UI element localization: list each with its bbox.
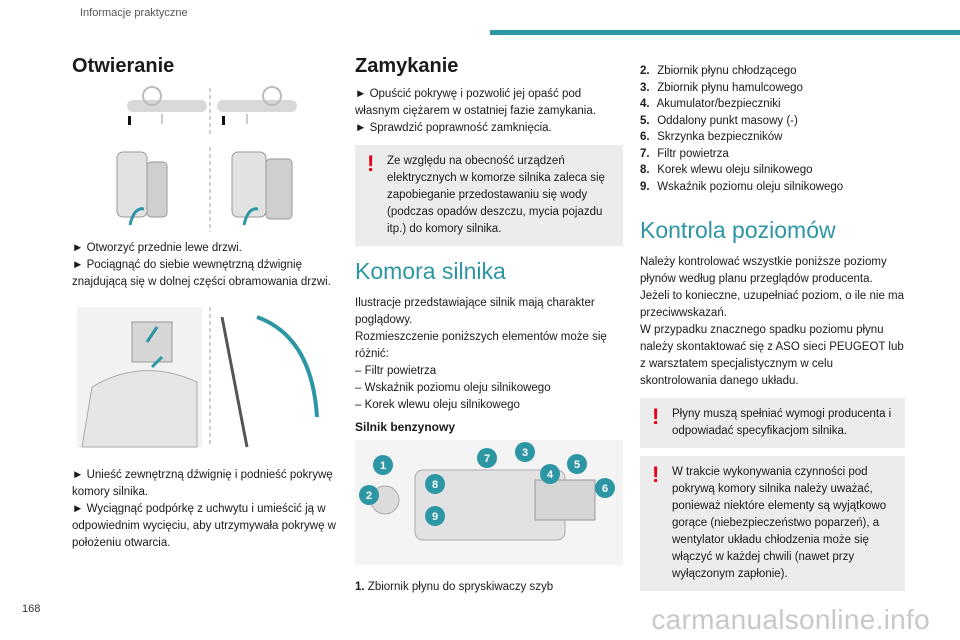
step: ► Opuścić pokrywę i pozwolić jej opaść p… <box>355 88 596 117</box>
engine-label-2: 2 <box>366 490 372 502</box>
levels-paragraph-2: W przypadku znacznego spadku poziomu pły… <box>640 324 904 387</box>
warning-text: W trakcie wykonywania czynności pod pokr… <box>672 466 887 580</box>
running-header: Informacje praktyczne <box>80 7 188 19</box>
step: ► Sprawdzić poprawność zamknięcia. <box>355 122 552 134</box>
engine-items-list: 2. Zbiornik płynu chłodzącego 3. Zbiorni… <box>640 63 905 195</box>
dash-item: – Wskaźnik poziomu oleju silnikowego <box>355 382 551 394</box>
list-item: 7. Filtr powietrza <box>640 147 729 160</box>
engine-bay-illustration: 1 2 3 4 5 6 7 8 9 <box>355 440 623 565</box>
warning-box: ! Płyny muszą spełniać wymogi producenta… <box>640 398 905 448</box>
warning-icon: ! <box>367 151 375 176</box>
dashboard-illustration <box>127 86 297 136</box>
step: ► Unieść zewnętrzną dźwignię i podnieść … <box>72 469 333 498</box>
header-accent-bar <box>490 30 960 35</box>
engine-label-5: 5 <box>574 459 580 471</box>
list-item: 3. Zbiornik płynu hamulcowego <box>640 81 803 94</box>
engine-label-9: 9 <box>432 511 438 523</box>
list-item: 4. Akumulator/bezpieczniki <box>640 98 781 110</box>
warning-icon: ! <box>652 404 660 429</box>
section-title-levels: Kontrola poziomów <box>640 217 836 243</box>
opening-steps-b: ► Unieść zewnętrzną dźwignię i podnieść … <box>72 467 337 552</box>
section-title-closing: Zamykanie <box>355 55 459 77</box>
warning-box: ! W trakcie wykonywania czynności pod po… <box>640 456 905 591</box>
section-title-engine-bay: Komora silnika <box>355 258 506 284</box>
intro-text: Ilustracje przedstawiające silnik mają c… <box>355 297 595 326</box>
warning-icon: ! <box>652 462 660 487</box>
list-item: 9. Wskaźnik poziomu oleju silnikowego <box>640 180 844 193</box>
watermark: carmanualsonline.info <box>651 604 930 635</box>
levels-paragraph-1: Należy kontrolować wszystkie poniższe po… <box>640 256 905 319</box>
step: ► Otworzyć przednie lewe drzwi. <box>72 242 242 254</box>
warning-text: Płyny muszą spełniać wymogi producenta i… <box>672 408 892 437</box>
column-levels: 2. Zbiornik płynu chłodzącego 3. Zbiorni… <box>640 55 905 599</box>
intro-text-2: Rozmieszczenie poniższych elementów może… <box>355 331 607 360</box>
list-item: 5. Oddalony punkt masowy (-) <box>640 114 798 127</box>
list-item: 6. Skrzynka bezpieczników <box>640 131 783 143</box>
step: ► Wyciągnąć podpórkę z uchwytu i umieści… <box>72 503 336 549</box>
page-number: 168 <box>22 603 41 615</box>
engine-label-7: 7 <box>484 453 490 465</box>
engine-label-1: 1 <box>380 460 386 472</box>
engine-item-1: 1. Zbiornik płynu do spryskiwaczy szyb <box>355 581 554 593</box>
hood-lever-illustration <box>77 307 319 448</box>
engine-label-4: 4 <box>547 469 554 481</box>
dash-item: – Korek wlewu oleju silnikowego <box>355 399 520 411</box>
step: ► Pociągnąć do siebie wewnętrzną dźwigni… <box>72 259 331 288</box>
column-opening: Otwieranie ► Otworzyć przednie lewe drzw… <box>72 55 337 552</box>
list-item: 2. Zbiornik płynu chłodzącego <box>640 65 797 77</box>
column-closing: Zamykanie ► Opuścić pokrywę i pozwolić j… <box>355 55 623 596</box>
engine-label-6: 6 <box>602 483 608 495</box>
warning-text: Ze względu na obecność urządzeń elektryc… <box>387 155 605 235</box>
engine-label-8: 8 <box>432 479 438 491</box>
engine-label-3: 3 <box>522 447 528 459</box>
list-item: 8. Korek wlewu oleju silnikowego <box>640 164 813 176</box>
door-lever-illustration <box>116 147 293 232</box>
section-title-opening: Otwieranie <box>72 55 175 77</box>
opening-steps-a: ► Otworzyć przednie lewe drzwi. ► Pociąg… <box>72 240 337 291</box>
warning-box: ! Ze względu na obecność urządzeń elektr… <box>355 145 623 246</box>
dash-item: – Filtr powietrza <box>355 365 437 377</box>
subsection-petrol-engine: Silnik benzynowy <box>355 420 456 434</box>
